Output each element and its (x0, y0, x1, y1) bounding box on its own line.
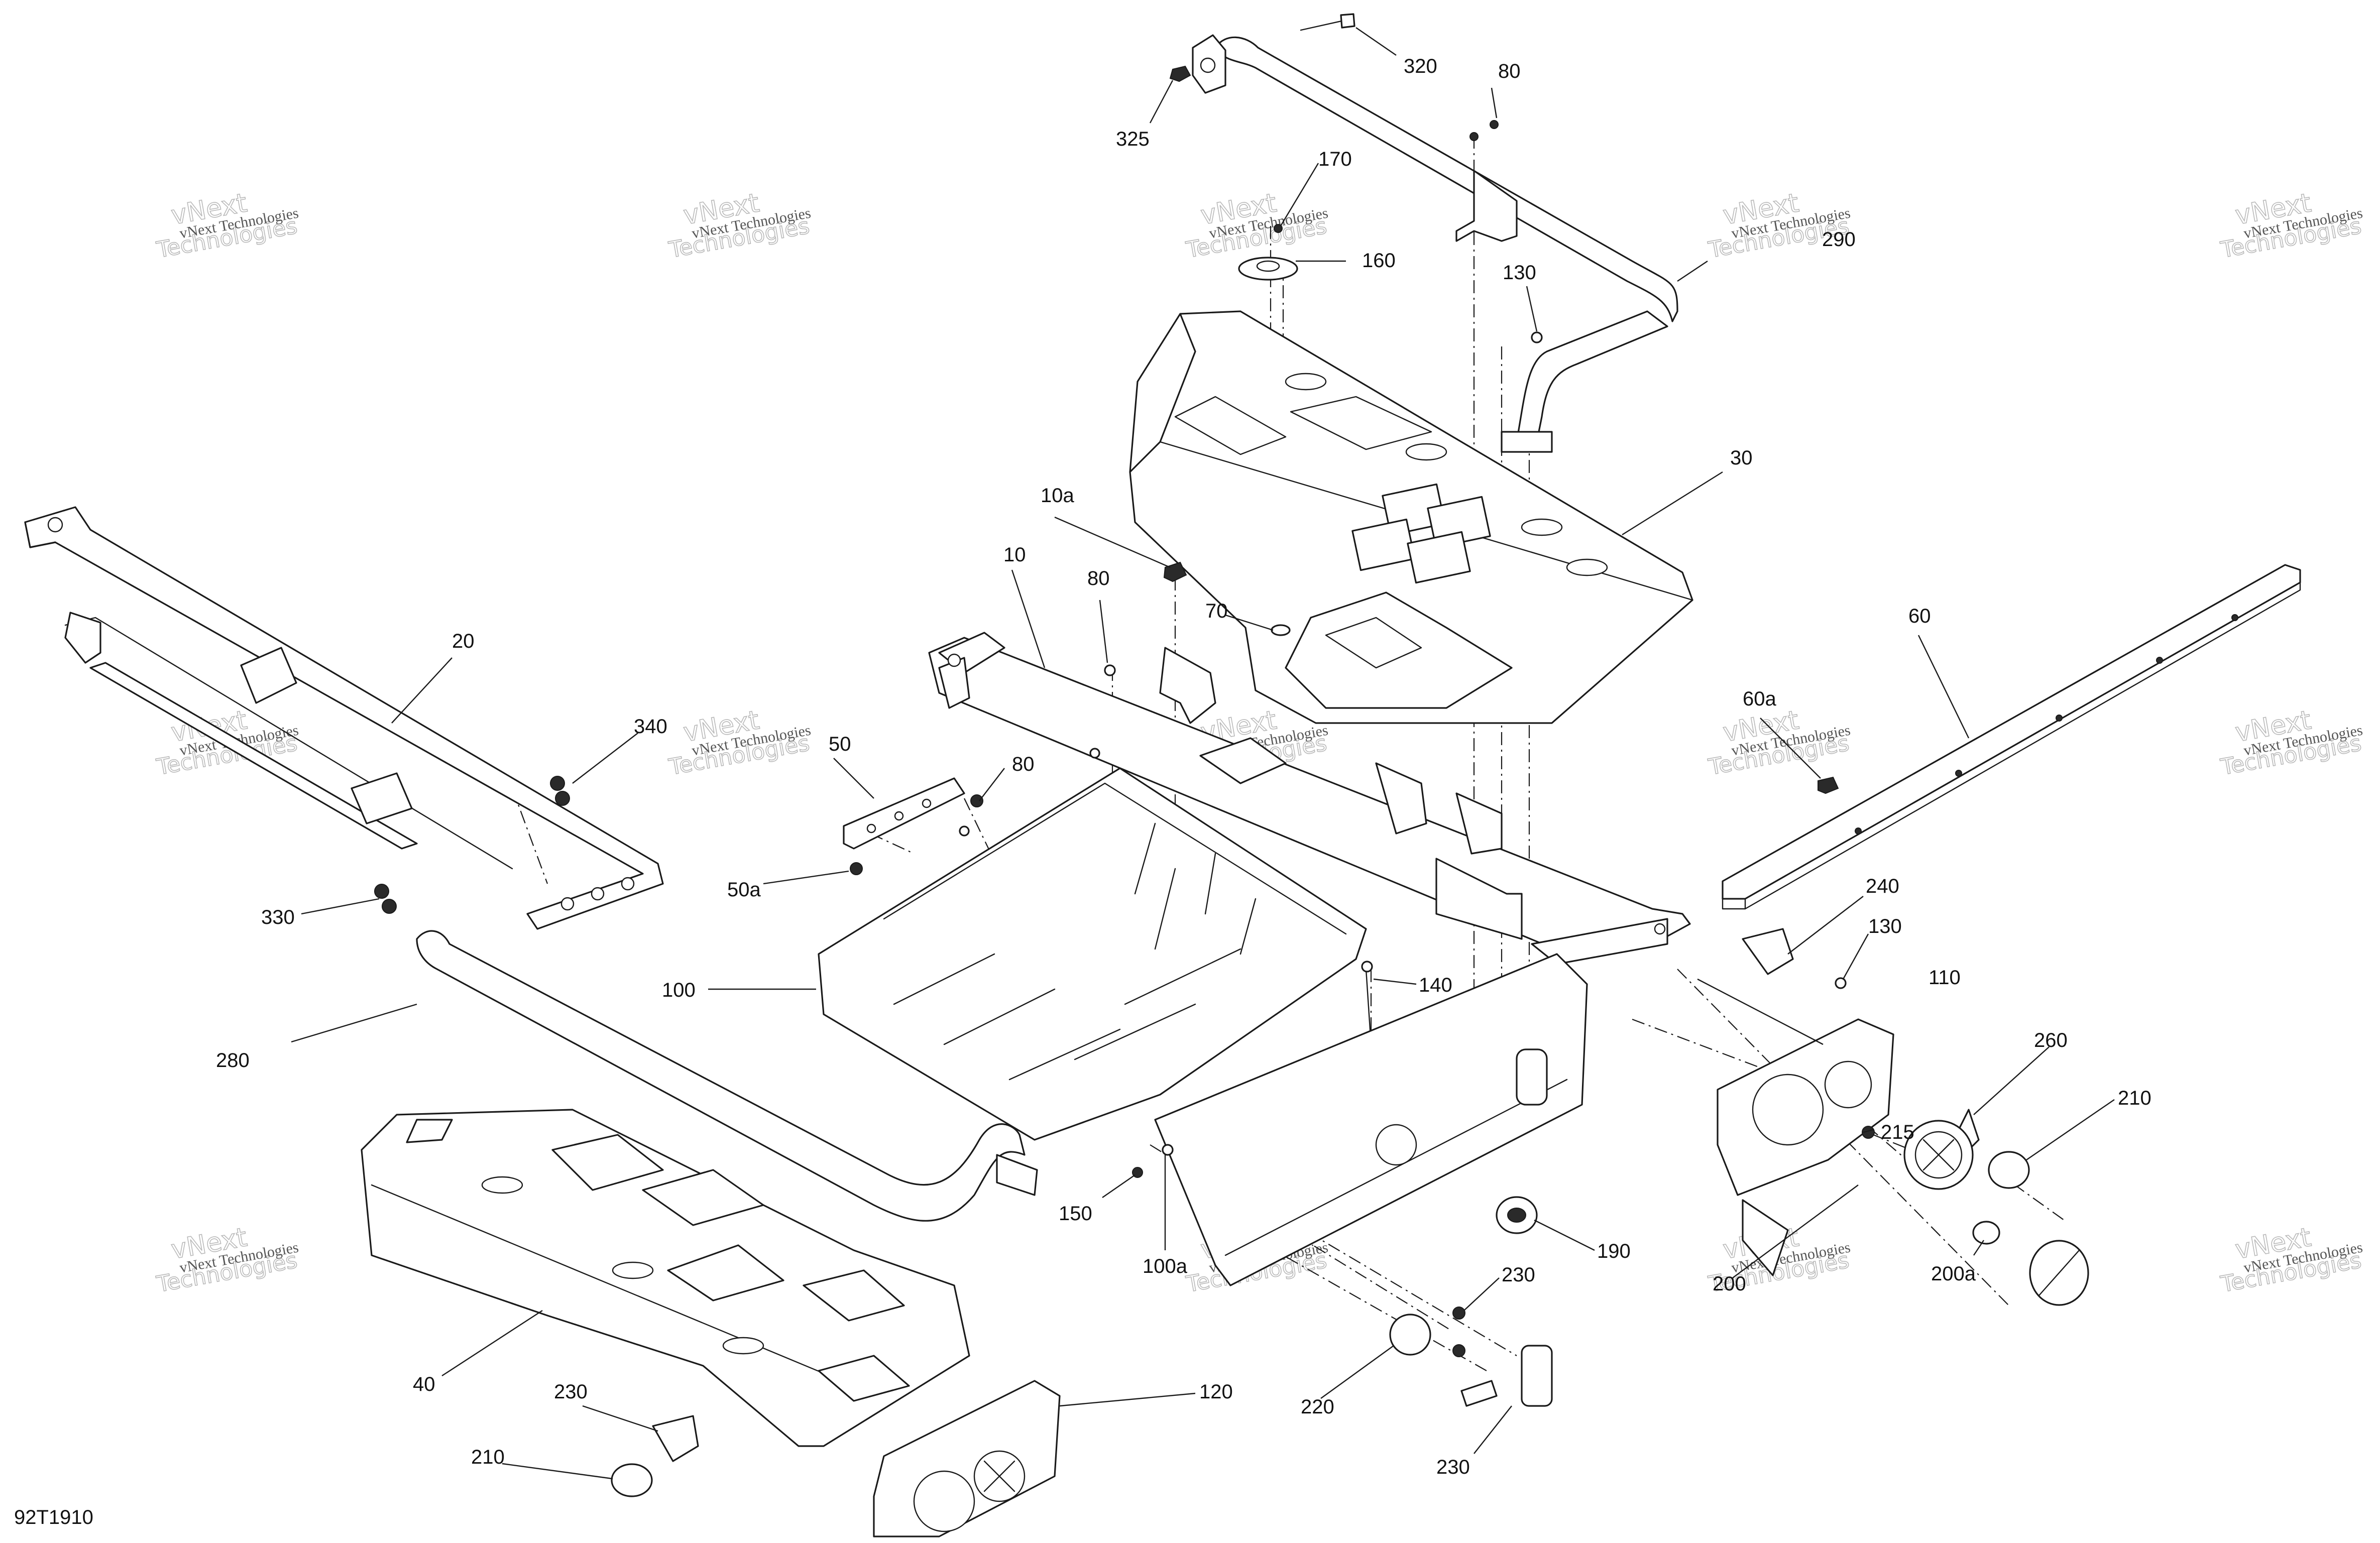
part-130-top-bolt (1531, 331, 1543, 343)
part-160-grommet (1238, 224, 1298, 281)
callout-10: 10 (1003, 544, 1026, 566)
callout-190: 190 (1597, 1240, 1631, 1262)
part-60-side-rail (1722, 564, 2301, 910)
callout-50a: 50a (727, 879, 761, 901)
callout-210-left: 210 (471, 1446, 505, 1468)
watermark-tile: vNext Technologies vNext Technologies (2218, 1222, 2364, 1298)
watermark-tile: vNext Technologies vNext Technologies (1184, 188, 1329, 264)
callout-80-low: 80 (1012, 753, 1035, 775)
callout-290: 290 (1822, 228, 1856, 251)
callout-200a: 200a (1931, 1263, 1976, 1285)
part-320-bolt (1300, 13, 1355, 31)
part-50a-nuts (850, 794, 983, 875)
callout-10a: 10a (1041, 485, 1074, 507)
callout-150: 150 (1059, 1203, 1092, 1225)
callout-215: 215 (1881, 1121, 1914, 1143)
callout-140: 140 (1419, 974, 1452, 996)
part-230-mid-nuts (1452, 1307, 1465, 1357)
callout-120: 120 (1199, 1381, 1233, 1403)
part-100a-bolt (1162, 1144, 1174, 1156)
part-130-right-bolt (1835, 977, 1847, 989)
callout-260: 260 (2034, 1029, 2068, 1051)
callout-30: 30 (1730, 447, 1753, 469)
callout-80-mid: 80 (1087, 567, 1110, 589)
callout-80-top: 80 (1498, 60, 1521, 82)
part-230-low-connector (1460, 1345, 1553, 1407)
callout-60a: 60a (1743, 688, 1776, 710)
callout-labels: 320 80 325 170 160 290 130 30 10a 10 80 … (216, 55, 2151, 1478)
part-80-low-bolts (959, 748, 1100, 837)
watermark-tile: vNext Technologies vNext Technologies (154, 188, 300, 264)
part-290-upper-tube-rail (1192, 34, 1678, 453)
watermark-tile: vNext Technologies vNext Technologies (1706, 188, 1852, 264)
callout-20: 20 (452, 630, 475, 652)
callout-60: 60 (1908, 605, 1931, 627)
part-200-lamp (1903, 1120, 1974, 1190)
part-240-bracket (1742, 928, 1794, 975)
watermark-tile: vNext Technologies vNext Technologies (666, 188, 812, 264)
watermark-tile: vNext Technologies vNext Technologies (2218, 705, 2364, 781)
watermark-tile: vNext Technologies vNext Technologies (2218, 188, 2364, 264)
part-rear-panel (1154, 953, 1588, 1286)
callout-100a: 100a (1143, 1255, 1188, 1277)
callout-210-right: 210 (2118, 1087, 2151, 1109)
part-280-lower-tube-rail (416, 930, 1038, 1222)
callout-110: 110 (1929, 967, 1961, 989)
part-50-bracket (843, 777, 965, 850)
callout-130-top: 130 (1503, 262, 1536, 284)
part-100-floor-tray (818, 767, 1367, 1141)
callout-280: 280 (216, 1049, 250, 1072)
part-70-clip (1271, 624, 1291, 636)
part-210-right-lens (1988, 1151, 2030, 1189)
watermark-tile: vNext Technologies vNext Technologies (666, 705, 812, 781)
callout-70: 70 (1205, 600, 1228, 622)
callout-130-right: 130 (1868, 915, 1902, 937)
part-110-right-light-housing (1717, 1018, 1894, 1276)
part-40-lower-floor-panel (361, 1109, 970, 1447)
leader-lines (291, 27, 2115, 1480)
part-325-nut (1169, 65, 1191, 82)
part-340-nuts (550, 776, 570, 806)
callout-240: 240 (1866, 875, 1899, 897)
part-330-bolts (374, 884, 397, 914)
part-80-mid-bolt (1104, 664, 1116, 676)
callout-230-left: 230 (554, 1381, 588, 1403)
part-20-left-frame (24, 506, 664, 930)
callout-170: 170 (1318, 148, 1352, 170)
part-10-main-frame (928, 632, 1691, 965)
part-210-lens-ring (2029, 1240, 2089, 1306)
part-215-nut (1862, 1126, 1875, 1139)
callout-220: 220 (1301, 1396, 1334, 1418)
part-200a-bulb (1972, 1221, 2000, 1245)
callout-320: 320 (1404, 55, 1437, 77)
document-id: 92T1910 (14, 1506, 93, 1528)
part-220-lens (1389, 1314, 1431, 1356)
callout-50: 50 (829, 733, 851, 755)
part-230-left-bracket (652, 1415, 699, 1462)
part-60a-plug (1818, 776, 1839, 794)
callout-40: 40 (413, 1373, 435, 1395)
callout-230-low: 230 (1436, 1456, 1470, 1478)
callout-230-mid: 230 (1502, 1264, 1535, 1286)
callout-340: 340 (634, 716, 667, 738)
part-80-top-bracket (1455, 120, 1518, 242)
watermark-tile: vNext Technologies vNext Technologies (154, 1222, 300, 1298)
callout-330: 330 (261, 906, 295, 928)
part-30-upper-floor-panel (1129, 310, 1693, 724)
callout-325: 325 (1116, 128, 1150, 150)
callout-200: 200 (1713, 1273, 1746, 1295)
part-120-left-light-housing (873, 1380, 1061, 1537)
callout-160: 160 (1362, 250, 1396, 272)
part-190-emblem (1496, 1196, 1538, 1234)
part-210-left-lens (611, 1463, 653, 1497)
watermark-tile: vNext Technologies vNext Technologies (1706, 705, 1852, 781)
callout-100: 100 (662, 979, 696, 1001)
